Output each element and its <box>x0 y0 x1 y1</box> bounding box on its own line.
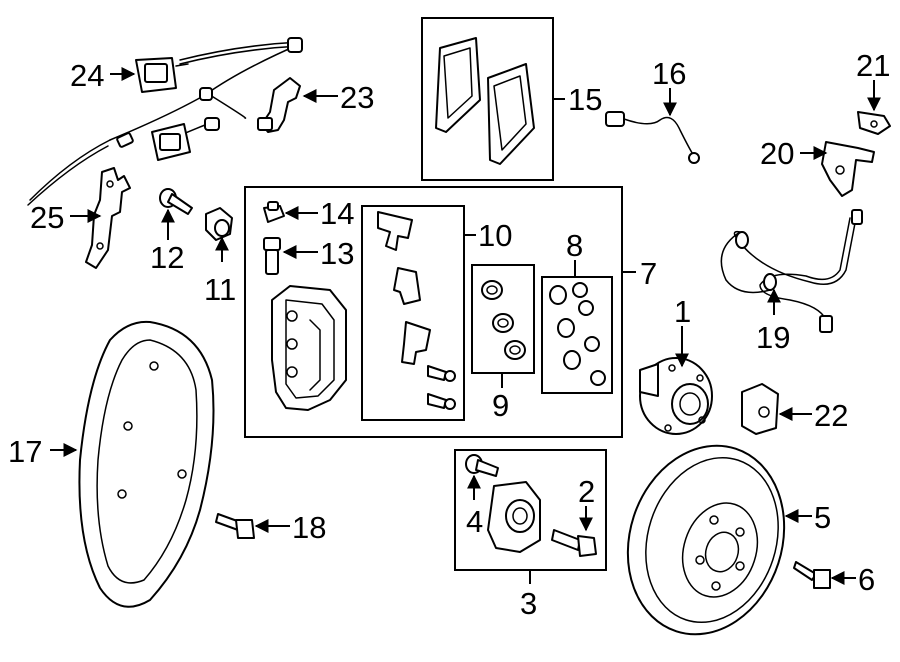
callout-25: 25 <box>30 200 64 235</box>
bleeder-cap-part-14 <box>263 201 285 223</box>
callout-19: 19 <box>756 320 790 355</box>
callout-16: 16 <box>652 56 686 91</box>
bleeder-screw-part-13 <box>263 237 281 275</box>
callout-10: 10 <box>478 218 512 253</box>
callout-14: 14 <box>320 196 354 231</box>
callout-13: 13 <box>320 236 354 271</box>
callout-8: 8 <box>566 228 583 263</box>
spring-clips-part-10 <box>377 211 456 410</box>
callout-23: 23 <box>340 80 374 115</box>
callout-18: 18 <box>292 510 326 545</box>
nut-part-11 <box>205 207 233 241</box>
brake-pads-part-15 <box>435 37 535 165</box>
callout-6: 6 <box>858 562 875 597</box>
sensor-part-22 <box>741 383 779 435</box>
callout-21: 21 <box>856 48 890 83</box>
bolt-part-12 <box>159 188 193 215</box>
splash-shield-part-17 <box>78 320 215 608</box>
speed-sensor-part-23 <box>257 77 301 133</box>
callout-3: 3 <box>520 586 537 621</box>
bolt-part-3a <box>465 454 499 477</box>
callout-22: 22 <box>814 398 848 433</box>
callout-17: 17 <box>8 434 42 469</box>
wheel-hub-part-1 <box>639 357 713 435</box>
callout-4: 4 <box>466 504 483 539</box>
callout-7: 7 <box>640 256 657 291</box>
clip-part-21 <box>857 111 891 135</box>
connector-part-24 <box>135 57 189 93</box>
wear-sensor-part-16 <box>605 111 700 164</box>
bracket-part-20 <box>821 141 875 197</box>
group-box-pistons <box>541 276 613 394</box>
piston-kit-part-8 <box>549 282 606 386</box>
bolt-part-2 <box>551 529 597 557</box>
callout-12: 12 <box>150 240 184 275</box>
caliper-part <box>271 285 347 411</box>
callout-2: 2 <box>578 474 595 509</box>
callout-20: 20 <box>760 136 794 171</box>
callout-24: 24 <box>70 58 104 93</box>
group-box-caliper-kit <box>244 186 623 438</box>
connector-lower <box>151 123 191 161</box>
callout-15: 15 <box>568 82 602 117</box>
seal-kit-part-9 <box>481 280 526 360</box>
callout-5: 5 <box>814 500 831 535</box>
group-box-hardware <box>361 205 465 421</box>
screw-part-6 <box>793 561 831 589</box>
harness-bracket-part-25 <box>85 167 131 269</box>
brake-rotor-part-5 <box>626 444 786 636</box>
bolt-part-18 <box>215 513 255 539</box>
callout-1: 1 <box>674 294 691 329</box>
callout-9: 9 <box>492 388 509 423</box>
brake-hose-part-19 <box>720 209 863 333</box>
callout-11: 11 <box>204 272 236 307</box>
bearing-part-4 <box>487 481 541 553</box>
